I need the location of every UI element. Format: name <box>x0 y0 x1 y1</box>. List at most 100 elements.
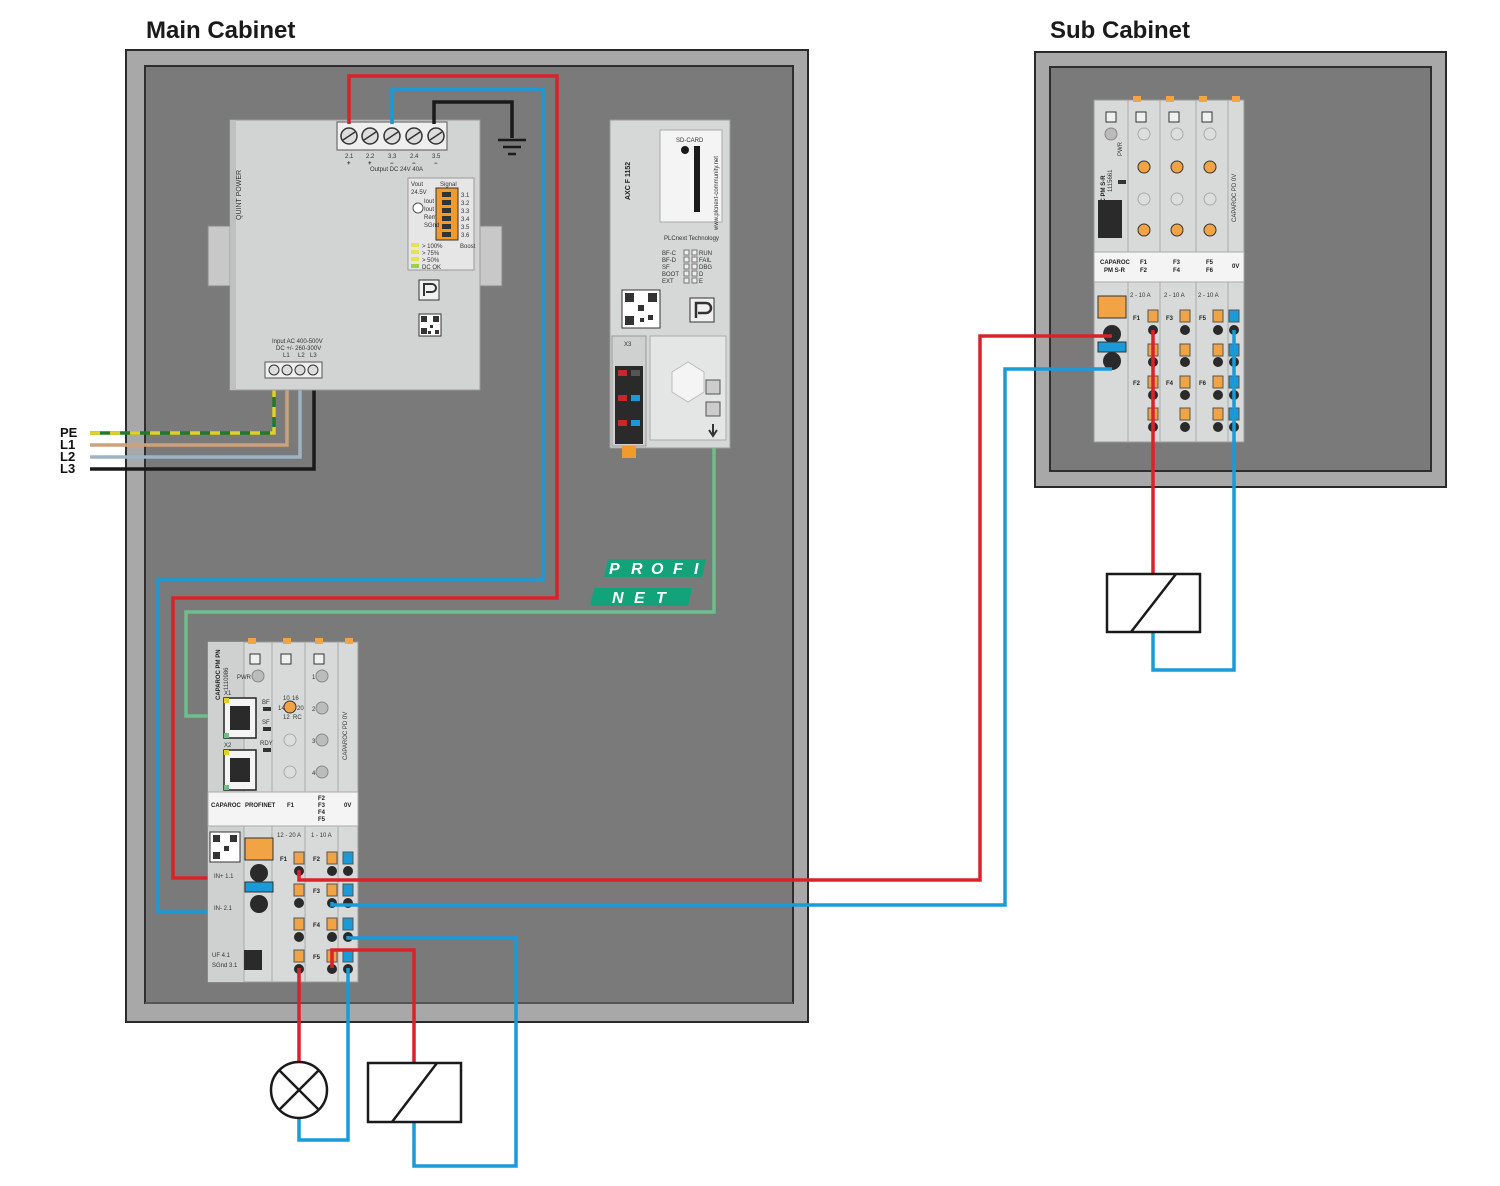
phase-label-l1: L1 <box>60 437 75 452</box>
psu-out-pol-1: + <box>347 161 351 167</box>
pn-letter: P <box>609 561 620 578</box>
sub-fuse-f1: F1 <box>1133 316 1141 322</box>
main-cabinet-title: Main Cabinet <box>146 17 295 44</box>
caparoc-sub-order: 1115661 <box>1108 169 1114 192</box>
current-dial-icon[interactable] <box>283 700 297 714</box>
pn-letter: R <box>631 561 643 578</box>
psu-out-term-4: 2.4 <box>410 154 419 160</box>
caparoc-sub-dials <box>1137 127 1217 237</box>
psu-sig-label-4: Iout <box>424 207 434 213</box>
phoenix-logo-icon <box>1105 111 1117 123</box>
psu-input-term-1: L1 <box>283 353 290 359</box>
status-e: E <box>699 279 703 285</box>
solenoid-coil-icon <box>366 1061 463 1124</box>
status-dbg: DBG <box>699 265 712 271</box>
pn-letter: O <box>651 561 664 578</box>
pn-letter: F <box>673 561 684 578</box>
psu-signal-title: Signal <box>440 182 457 188</box>
supply-wires: PE L1 L2 L3 <box>60 390 316 476</box>
psu-out-pol-3: − <box>390 161 394 167</box>
potentiometer-icon <box>412 202 424 214</box>
status-ext: EXT <box>662 279 674 285</box>
sub-rating-3: 2 - 10 A <box>1198 293 1219 299</box>
svg-text:2: 2 <box>312 707 316 713</box>
psu-signal-pins <box>442 192 451 237</box>
controller-port: X3 <box>624 342 632 348</box>
sub-fuse-f6: F6 <box>1199 381 1207 387</box>
led-icon <box>411 250 419 254</box>
phoenix-logo-icon <box>313 653 325 665</box>
phoenix-logo-icon <box>1168 111 1180 123</box>
psu-out-term-3: 3.3 <box>388 154 397 160</box>
psu-output-wires <box>156 74 559 914</box>
sub-strip-0v: 0V <box>1232 264 1239 270</box>
phoenix-logo-icon <box>1201 111 1213 123</box>
sub-fuse-f5: F5 <box>1199 316 1207 322</box>
reset-button-icon <box>681 146 689 154</box>
dial-mark: 14 <box>278 706 285 712</box>
rating-1: 12 - 20 A <box>277 833 301 839</box>
pn-letter: N <box>612 590 624 607</box>
arrow-down-icon <box>708 424 718 438</box>
psu-led-label-1: > 100% <box>422 244 443 250</box>
lamp-icon <box>269 1060 329 1120</box>
sdcard-label: SD-CARD <box>676 138 704 144</box>
strip-profinet: PROFINET <box>245 803 276 809</box>
dial-mark: RC <box>293 715 302 721</box>
psu-led-label-3: > 50% <box>422 258 440 264</box>
psu-sig-label-2: 24.5V <box>411 190 427 196</box>
svg-text:4: 4 <box>312 771 316 777</box>
caparoc-main-side-label: CAPAROC PD 0V <box>343 712 349 760</box>
psu-sig-label-1: Vout <box>411 182 423 188</box>
caparoc-sub-pwr: PWR <box>1118 141 1124 156</box>
pwr-led-icon <box>1104 127 1118 141</box>
psu-out-term-2: 2.2 <box>366 154 375 160</box>
field-wiring <box>297 330 1236 1168</box>
signal-connector <box>1098 200 1122 238</box>
dial-mark: 10 <box>283 696 290 702</box>
plcnext-controller: AXC F 1152 SD-CARD www.plcnext-community… <box>609 119 731 458</box>
caparoc-main: CAPAROC PM PN 1110986 PWR X1 X2 BF SF RD… <box>207 638 359 983</box>
sub-fuse-f4: F4 <box>1166 381 1174 387</box>
psu-output-label: Output DC 24V 40A <box>370 167 423 173</box>
caparoc-main-pwr: PWR <box>237 675 252 681</box>
connector-latch <box>622 446 636 458</box>
ground-icon <box>498 138 526 156</box>
psu-sig-label-7: SGnd <box>424 223 439 229</box>
pwr-led-icon <box>251 669 265 683</box>
psu-out-pol-2: + <box>368 161 372 167</box>
status-sf: SF <box>662 265 670 271</box>
qr-code-icon <box>418 313 442 337</box>
dial-mark: 16 <box>292 696 299 702</box>
sub-fuse-f2: F2 <box>1133 381 1141 387</box>
psu-sig-term-3: 3.3 <box>461 209 470 215</box>
input-plus: IN+ 1.1 <box>214 874 234 880</box>
strip-0v: 0V <box>344 803 351 809</box>
phoenix-logo-icon <box>249 653 261 665</box>
psu-sig-term-6: 3.6 <box>461 233 470 239</box>
status-d: D <box>699 272 704 278</box>
psu-led-label-4: DC OK <box>422 265 441 271</box>
power-supply: QUINT POWER 2.1 2.2 3.3 2.4 3.5 + + − − … <box>207 119 503 391</box>
sub-rating-2: 2 - 10 A <box>1164 293 1185 299</box>
fuse-f4: F4 <box>313 923 321 929</box>
profinet-cable <box>184 448 716 718</box>
status-rdy: RDY <box>260 741 273 747</box>
phase-label-pe: PE <box>60 425 78 440</box>
led-icon <box>411 243 419 247</box>
status-boot: BOOT <box>662 272 679 278</box>
status-bf: BF <box>262 700 270 706</box>
sub-fuse-f3: F3 <box>1166 316 1174 322</box>
strip-f1: F1 <box>287 803 295 809</box>
dial-mark: 12 <box>283 715 290 721</box>
status-bf-d: BF-D <box>662 258 677 264</box>
solenoid-coil-icon <box>1105 572 1202 634</box>
status-fail: FAIL <box>699 258 712 264</box>
phase-label-l3: L3 <box>60 461 75 476</box>
psu-sig-term-4: 3.4 <box>461 217 470 223</box>
caparoc-sub: PWR CAPAROC PM S-R 1115661 CAPAROC PD 0V… <box>1093 96 1245 443</box>
